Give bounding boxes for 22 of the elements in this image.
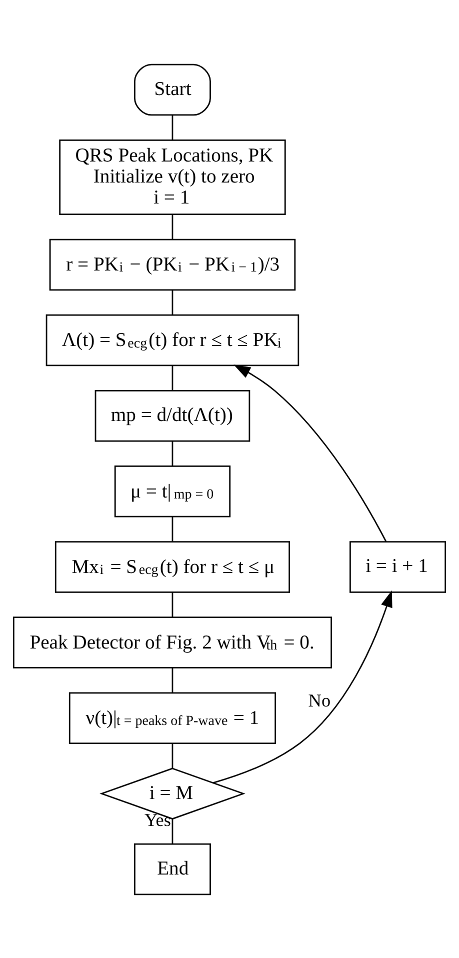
node-box: mp = d/dt(Λ(t)) (94, 389, 250, 442)
connector (172, 516, 174, 541)
connector (172, 440, 174, 466)
connector (172, 214, 174, 239)
node-box: i = i + 1 (350, 540, 446, 592)
connector (172, 667, 174, 692)
connector (172, 818, 174, 844)
connector (172, 365, 174, 390)
connector (172, 742, 174, 768)
arrow (234, 364, 387, 542)
arrow (213, 590, 392, 783)
connector (172, 289, 174, 314)
connector (172, 114, 174, 140)
node-box: μ = t|mp = 0 (114, 465, 231, 517)
node-box: r = PKi − (PKi − PKi − 1)/3 (49, 238, 296, 290)
node-box: Start (134, 63, 211, 116)
node-box: QRS Peak Locations, PK Initialize v(t) to zero i = 1 (59, 138, 286, 215)
node-box: Λ(t) = Secg(t) for r ≤ t ≤ PKi (46, 314, 300, 366)
edge-label: No (308, 690, 331, 710)
node-box: End (134, 842, 211, 895)
node-box: ν(t)|t = peaks of P-wave = 1 (68, 692, 276, 744)
connector (172, 592, 174, 616)
